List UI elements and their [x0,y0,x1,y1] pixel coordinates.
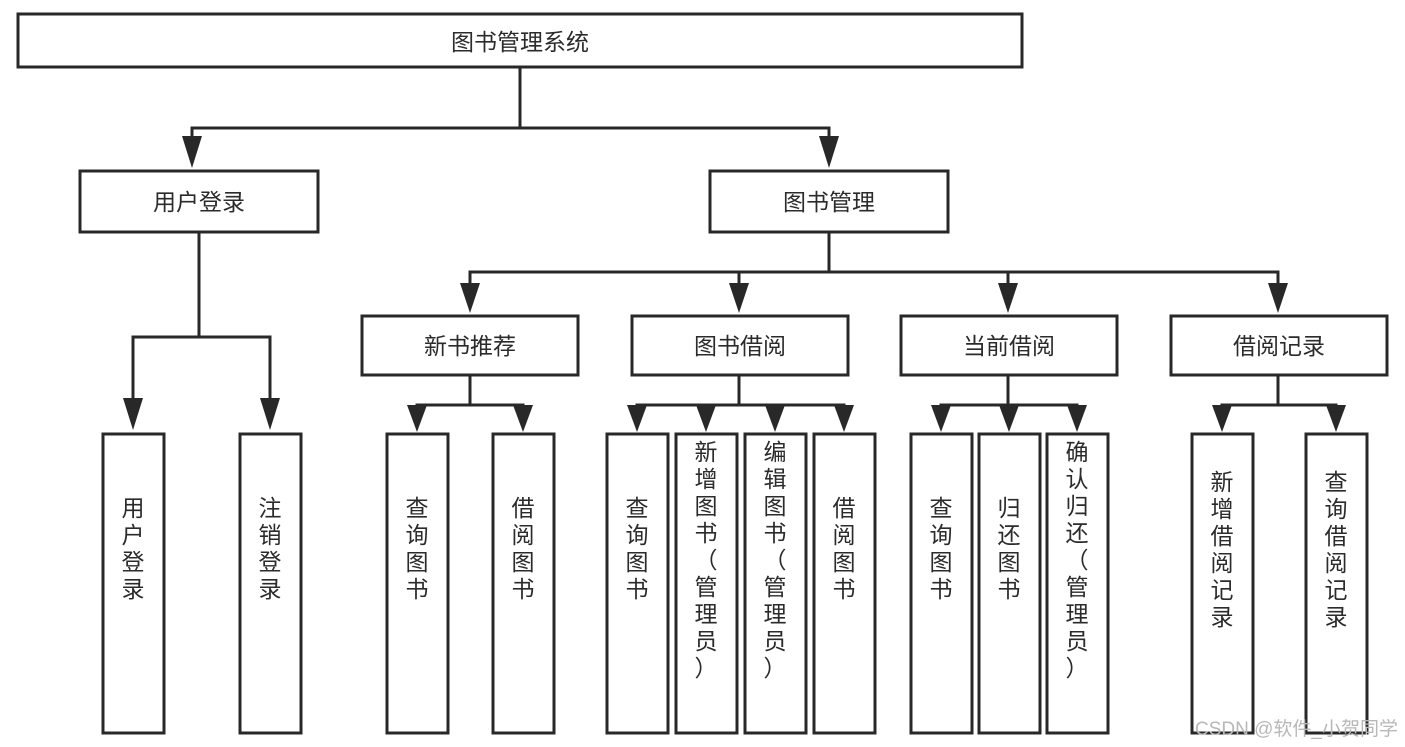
arrow-head-leaf-confirm-return [1067,405,1087,432]
node-leaf-confirm-return-box[interactable] [1045,432,1110,735]
node-root-box[interactable] [16,12,1024,69]
node-leaf-borrow-book-2[interactable]: 借阅图书 [812,432,877,735]
node-current-borrow-label: 当前借阅 [963,333,1055,359]
node-leaf-add-book-box[interactable] [674,432,739,735]
node-leaf-borrow-book-1[interactable]: 借阅图书 [491,432,556,735]
node-leaf-borrow-book-2-label: 借阅图书 [833,495,856,602]
node-leaf-user-login[interactable]: 用户登录 [101,432,166,735]
node-book-borrow-label: 图书借阅 [694,333,786,359]
node-book-manage-label: 图书管理 [783,189,875,215]
node-user-login-label: 用户登录 [153,189,245,215]
arrow-head-leaf-return-book [999,405,1019,432]
arrow-head-leaf-edit-book [765,405,785,432]
node-leaf-edit-book[interactable]: 编辑图书（管理员） [743,432,808,735]
node-book-borrow[interactable]: 图书借阅 [630,314,850,377]
arrow-head-new-book-recommend [460,283,480,313]
node-leaf-user-logout-label: 注销登录 [259,495,282,602]
node-leaf-user-login-box[interactable] [101,432,166,735]
node-root-label: 图书管理系统 [451,29,589,55]
arrow-head-user-login [182,136,202,168]
arrow-head-leaf-user-login [123,398,143,430]
csdn-watermark: CSDN @软件_小贺同学 [1195,718,1398,740]
arrow-head-leaf-add-record [1212,405,1232,432]
arrow-head-leaf-query-book-2 [627,405,647,432]
arrow-head-current-borrow [998,283,1018,313]
node-leaf-return-book-box[interactable] [977,432,1042,735]
node-current-borrow-box[interactable] [899,314,1119,377]
node-leaf-query-book-2[interactable]: 查询图书 [605,432,670,735]
arrow-head-leaf-query-record [1326,405,1346,432]
node-leaf-add-record-box[interactable] [1190,432,1255,735]
node-leaf-query-book-3[interactable]: 查询图书 [909,432,974,735]
node-leaf-borrow-book-1-label: 借阅图书 [512,495,535,602]
node-leaf-query-record-box[interactable] [1304,432,1369,735]
node-leaf-borrow-book-1-box[interactable] [491,432,556,735]
arrow-head-borrow-record [1268,283,1288,313]
connector-layer [123,65,1346,432]
node-book-manage[interactable]: 图书管理 [708,169,950,234]
node-leaf-user-logout-box[interactable] [238,432,303,735]
node-leaf-confirm-return[interactable]: 确认归还（管理员） [1045,432,1110,735]
node-leaf-borrow-book-2-box[interactable] [812,432,877,735]
node-new-book-recommend-label: 新书推荐 [424,333,516,359]
node-leaf-query-book-3-box[interactable] [909,432,974,735]
node-leaf-add-book-label: 新增图书（管理员） [695,439,718,681]
node-leaf-query-book-1-label: 查询图书 [406,495,429,602]
arrow-head-leaf-query-book-3 [931,405,951,432]
node-leaf-query-book-2-box[interactable] [605,432,670,735]
arrow-head-leaf-query-book-1 [407,405,427,432]
node-leaf-user-login-label: 用户登录 [122,495,145,602]
node-new-book-recommend-box[interactable] [360,314,580,377]
arrow-head-book-manage [819,136,839,168]
node-leaf-query-book-1[interactable]: 查询图书 [385,432,450,735]
node-new-book-recommend[interactable]: 新书推荐 [360,314,580,377]
node-current-borrow[interactable]: 当前借阅 [899,314,1119,377]
node-leaf-return-book[interactable]: 归还图书 [977,432,1042,735]
node-leaf-query-record[interactable]: 查询借阅记录 [1304,432,1369,735]
node-leaf-add-book[interactable]: 新增图书（管理员） [674,432,739,735]
node-leaf-return-book-label: 归还图书 [998,495,1021,602]
arrow-head-leaf-user-logout [260,398,280,430]
node-book-borrow-box[interactable] [630,314,850,377]
node-leaf-edit-book-box[interactable] [743,432,808,735]
node-leaf-edit-book-label: 编辑图书（管理员） [764,439,787,681]
node-leaf-query-record-label: 查询借阅记录 [1325,469,1348,630]
node-user-login[interactable]: 用户登录 [78,169,320,234]
node-leaf-add-record-label: 新增借阅记录 [1211,469,1234,630]
node-borrow-record-label: 借阅记录 [1233,333,1325,359]
node-leaf-add-record[interactable]: 新增借阅记录 [1190,432,1255,735]
node-borrow-record[interactable]: 借阅记录 [1169,314,1389,377]
node-user-login-box[interactable] [78,169,320,234]
arrow-head-leaf-borrow-book-1 [513,405,533,432]
node-leaf-confirm-return-label: 确认归还（管理员） [1066,439,1089,681]
arrow-head-book-borrow [729,283,749,313]
arrow-head-leaf-borrow-book-2 [834,405,854,432]
arrow-head-leaf-add-book [696,405,716,432]
node-borrow-record-box[interactable] [1169,314,1389,377]
node-root[interactable]: 图书管理系统 [16,12,1024,69]
node-leaf-user-logout[interactable]: 注销登录 [238,432,303,735]
node-leaf-query-book-1-box[interactable] [385,432,450,735]
node-leaf-query-book-3-label: 查询图书 [930,495,953,602]
node-book-manage-box[interactable] [708,169,950,234]
node-leaf-query-book-2-label: 查询图书 [626,495,649,602]
